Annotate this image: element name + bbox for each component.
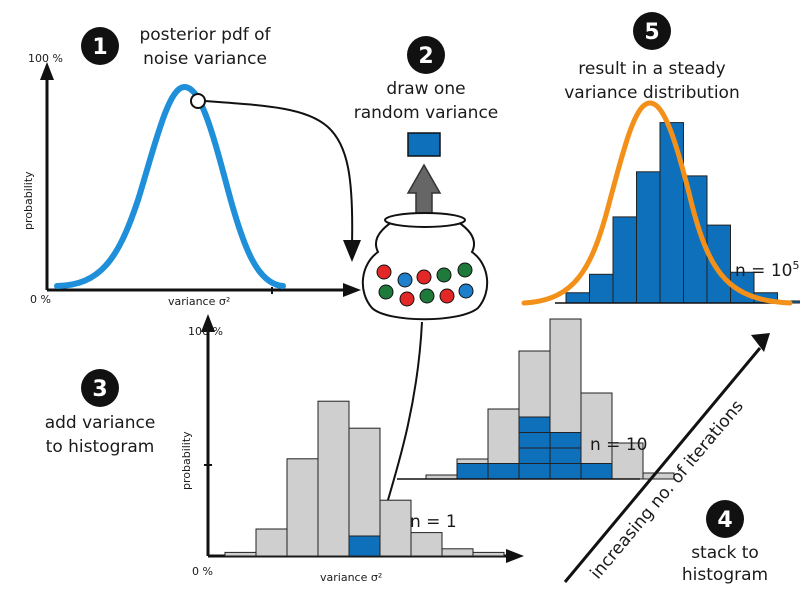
step-3: 3 add variance to histogram xyxy=(45,369,156,457)
hist-n1-gray-bar xyxy=(473,552,504,556)
sample-point-marker xyxy=(191,94,205,108)
hist-n1-gray-bar xyxy=(411,533,442,556)
hist-n10-blue-cell xyxy=(550,448,581,464)
hist-n100000-bar xyxy=(660,123,684,303)
hist-n100000-bar xyxy=(590,274,614,303)
step-3-caption-line-1: add variance xyxy=(45,413,156,433)
step-5: 5 result in a steady variance distributi… xyxy=(564,12,739,103)
step-4-caption-line-1: stack to xyxy=(691,543,759,563)
pdf-x-label: variance σ² xyxy=(168,295,230,308)
step-number-2: 2 xyxy=(418,44,433,69)
step-1: 1 posterior pdf of noise variance xyxy=(81,25,272,69)
marble-blue xyxy=(398,273,412,287)
drawn-variance-square xyxy=(408,133,440,156)
step-1-caption-line-2: noise variance xyxy=(143,49,267,69)
jar-rim xyxy=(385,213,465,227)
n-large-exponent: 5 xyxy=(792,259,799,272)
marble-red xyxy=(400,292,414,306)
hist-n100000-bar xyxy=(707,225,731,303)
marble-green xyxy=(437,268,451,282)
marble-green xyxy=(420,289,434,303)
step-2: 2 draw one random variance xyxy=(354,36,499,123)
n10-label: n = 10 xyxy=(590,435,647,455)
hist-n10-blue-cell xyxy=(519,464,550,480)
marble-red xyxy=(417,270,431,284)
sample-to-jar-arrow xyxy=(205,101,352,245)
step-1-caption-line-1: posterior pdf of xyxy=(139,25,271,45)
n-large-base: n = 10 xyxy=(735,261,792,281)
step-number-3: 3 xyxy=(92,377,107,402)
hist-x-label: variance σ² xyxy=(320,571,382,584)
pdf-y-label: probability xyxy=(22,171,35,230)
hist-n1-blue-cell xyxy=(349,536,380,556)
histogram-n10 xyxy=(426,319,674,479)
marble-green xyxy=(458,263,472,277)
hist-n10-blue-cell xyxy=(519,433,550,449)
jar-to-histogram-arrow xyxy=(385,322,422,510)
hist-n1-gray-bar xyxy=(287,459,318,556)
marble-red xyxy=(377,265,391,279)
pdf-y-top-tick: 100 % xyxy=(28,52,63,65)
hist-n1-gray-bar xyxy=(256,529,287,556)
step-number-1: 1 xyxy=(92,35,107,60)
n1-label: n = 1 xyxy=(410,512,457,532)
marble-jar xyxy=(363,133,487,319)
marble-red xyxy=(440,289,454,303)
hist-n10-blue-cell xyxy=(550,464,581,480)
marble-blue xyxy=(459,284,473,298)
hist-y-top-tick: 100 % xyxy=(188,325,223,338)
hist-n100000-bar xyxy=(613,217,637,303)
hist-n10-blue-cell xyxy=(519,417,550,433)
hist-n10-blue-cell xyxy=(550,433,581,449)
hist-n10-blue-cell xyxy=(581,464,612,480)
hist-n1-gray-bar xyxy=(225,552,256,556)
n-large-label: n = 105 xyxy=(735,259,799,281)
pdf-x-axis-arrowhead xyxy=(343,283,361,297)
step-5-caption-line-2: variance distribution xyxy=(564,83,739,103)
step-number-4: 4 xyxy=(717,508,732,533)
hist-n10-blue-cell xyxy=(519,448,550,464)
hist-n10-blue-cell xyxy=(488,464,519,480)
hist-y-bottom-tick: 0 % xyxy=(192,565,213,578)
hist-n10-blue-cell xyxy=(457,464,488,480)
step-2-caption-line-1: draw one xyxy=(386,79,465,99)
hist-n1-gray-bar xyxy=(380,500,411,556)
hist-y-label: probability xyxy=(180,431,193,490)
posterior-pdf-curve xyxy=(57,87,283,286)
hist-x-axis-arrowhead xyxy=(506,549,524,563)
pdf-y-bottom-tick: 0 % xyxy=(30,293,51,306)
hist-n100000-bar xyxy=(566,293,590,303)
hist-n1-gray-bar xyxy=(442,549,473,556)
step-3-caption-line-2: to histogram xyxy=(46,437,155,457)
pdf-plot: 100 % 0 % probability variance σ² xyxy=(22,52,361,308)
step-2-caption-line-2: random variance xyxy=(354,103,499,123)
hist-n1-gray-bar xyxy=(318,401,349,556)
step-4-caption-line-2: histogram xyxy=(682,565,768,585)
histogram-plot: 100 % 0 % probability variance σ² n = 1 xyxy=(180,314,524,584)
step-4: 4 stack to histogram xyxy=(682,500,768,585)
hist-n100000-bar xyxy=(637,172,661,303)
step-5-caption-line-1: result in a steady xyxy=(578,59,725,79)
sample-to-jar-arrowhead xyxy=(343,240,361,262)
marble-green xyxy=(379,285,393,299)
step-number-5: 5 xyxy=(644,20,659,45)
